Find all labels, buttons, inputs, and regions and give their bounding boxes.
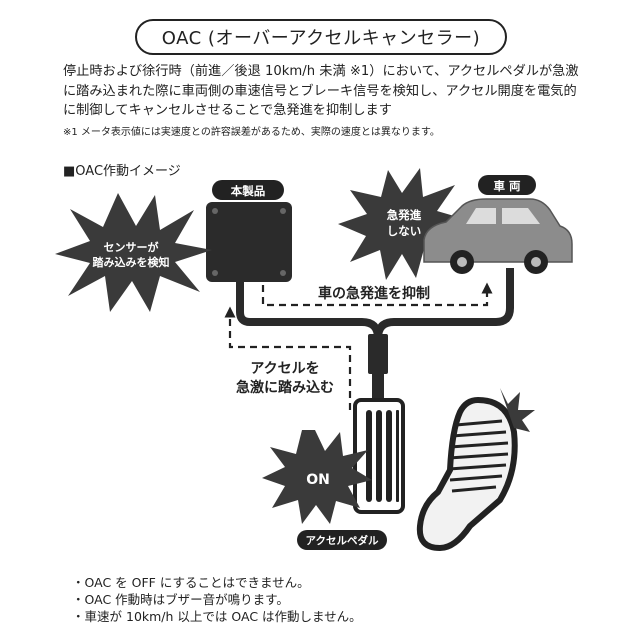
page-title: OAC (オーバーアクセルキャンセラー)	[135, 19, 507, 55]
car-label: 車 両	[493, 179, 521, 193]
car-burst-line-2: しない	[387, 224, 422, 238]
shoe-icon	[416, 388, 535, 552]
pedal-label-badge	[297, 530, 387, 550]
sensor-burst	[55, 193, 212, 312]
car-burst-line-1: 急発進	[387, 208, 422, 222]
product-box	[206, 202, 292, 282]
suppress-text: 車の急発進を抑制	[318, 285, 430, 302]
pedal-rod	[372, 372, 384, 402]
notes-list: OAC を OFF にすることはできません。 OAC 作動時はブザー音が鳴ります…	[72, 574, 362, 625]
on-burst	[262, 430, 372, 524]
note-item: OAC を OFF にすることはできません。	[72, 574, 362, 591]
pedal-label: アクセルペダル	[306, 534, 379, 547]
accel-text-line-2: 急激に踏み込む	[236, 379, 334, 396]
intro-text: 停止時および徐行時（前進／後退 10km/h 未満 ※1）において、アクセルペダ…	[63, 64, 579, 118]
section-heading: ■OAC作動イメージ	[63, 164, 181, 179]
product-label-badge	[212, 180, 284, 200]
note-item: OAC 作動時はブザー音が鳴ります。	[72, 591, 362, 608]
note-item: 車速が 10km/h 以上では OAC は作動しません。	[72, 608, 362, 625]
product-screws	[212, 208, 286, 276]
product-label: 本製品	[231, 184, 266, 198]
accel-text-line-1: アクセルを	[250, 361, 319, 377]
on-text: ON	[306, 472, 330, 488]
cable	[236, 268, 514, 360]
title-text: OAC (オーバーアクセルキャンセラー)	[161, 28, 481, 49]
car-icon	[423, 198, 573, 274]
sensor-burst-line-2: 踏み込みを検知	[93, 255, 170, 269]
signal-arrows	[224, 282, 493, 410]
cable-junction	[368, 334, 388, 374]
car-burst	[338, 168, 468, 280]
sensor-burst-line-1: センサーが	[104, 240, 159, 254]
footnote: ※1 メータ表示値には実速度との許容誤差があるため、実際の速度とは異なります。	[63, 127, 440, 138]
car-label-badge	[478, 175, 536, 195]
